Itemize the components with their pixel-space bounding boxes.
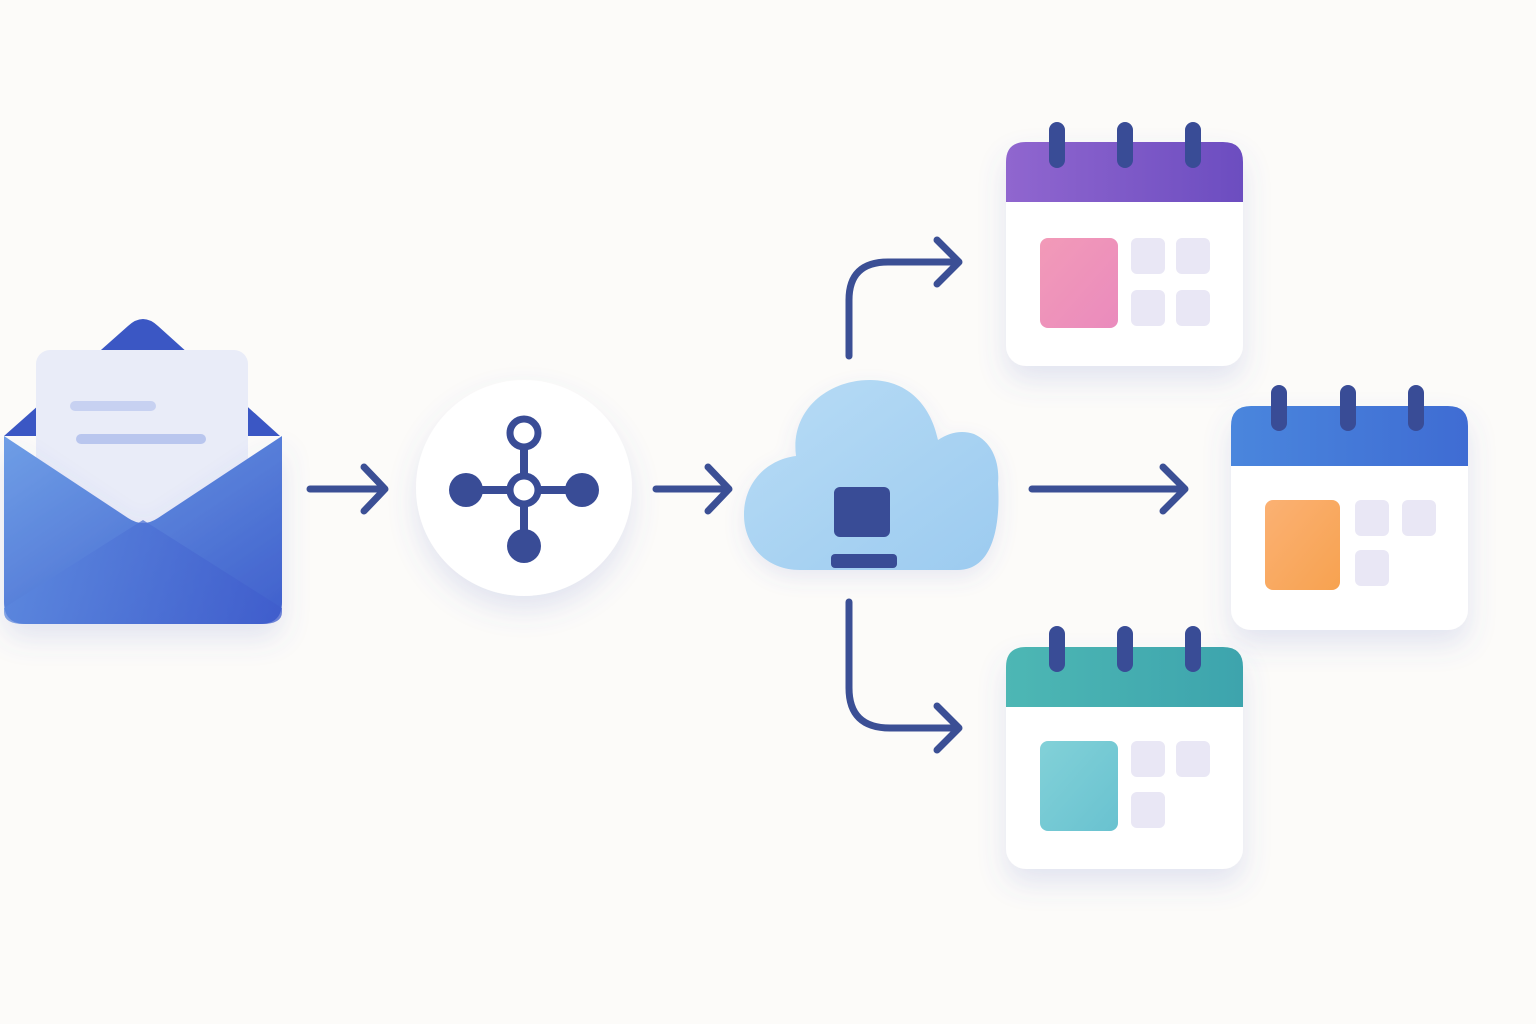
arrow-right-icon — [1028, 463, 1189, 515]
calendar-day-cell — [1131, 290, 1165, 326]
calendar-icon — [1006, 122, 1243, 366]
hub-node-center — [506, 472, 542, 508]
arrow-down-right-icon — [845, 598, 963, 754]
calendar-ring — [1117, 122, 1133, 168]
hub-network-icon — [416, 380, 632, 596]
hub-node-left — [449, 473, 483, 507]
arrow-head — [933, 702, 963, 754]
envelope-bottom-fold — [4, 520, 282, 624]
letter-line — [76, 434, 206, 444]
calendar-icon — [1006, 626, 1243, 869]
server-block — [834, 487, 890, 537]
hub-node-top — [506, 415, 542, 451]
calendar-ring — [1117, 626, 1133, 672]
arrow-head — [1159, 463, 1189, 515]
calendar-event-block — [1040, 741, 1118, 831]
calendar-day-cell — [1131, 238, 1165, 274]
arrow-head — [933, 236, 963, 288]
calendar-day-cell — [1131, 741, 1165, 777]
calendar-ring — [1340, 385, 1356, 431]
calendar-day-cell — [1176, 741, 1210, 777]
arrow-right-icon — [652, 463, 733, 515]
arrow-head — [704, 463, 733, 515]
calendar-day-cell — [1402, 500, 1436, 536]
cloud-shape — [744, 380, 999, 570]
calendar-ring — [1408, 385, 1424, 431]
calendar-day-cell — [1355, 550, 1389, 586]
letter-line — [70, 401, 156, 411]
calendar-event-block — [1265, 500, 1340, 590]
envelope-with-letter-icon — [4, 319, 282, 624]
calendar-ring — [1185, 122, 1201, 168]
arrow-right-icon — [306, 463, 389, 515]
calendar-day-cell — [1355, 500, 1389, 536]
calendar-ring — [1049, 122, 1065, 168]
hub-node-bottom — [507, 529, 541, 563]
calendar-icon — [1231, 385, 1468, 630]
hub-node-right — [565, 473, 599, 507]
calendar-day-cell — [1176, 238, 1210, 274]
arrow-head — [360, 463, 389, 515]
calendar-event-block — [1040, 238, 1118, 328]
arrow-shaft — [845, 258, 962, 360]
server-base — [831, 554, 897, 568]
calendar-ring — [1049, 626, 1065, 672]
calendar-header — [1006, 142, 1243, 202]
calendar-day-cell — [1176, 290, 1210, 326]
calendar-day-cell — [1131, 792, 1165, 828]
arrow-shaft — [845, 598, 962, 732]
arrow-up-right-icon — [845, 236, 963, 360]
cloud-server-icon — [744, 380, 999, 570]
calendar-ring — [1271, 385, 1287, 431]
calendar-ring — [1185, 626, 1201, 672]
calendar-header — [1006, 647, 1243, 707]
